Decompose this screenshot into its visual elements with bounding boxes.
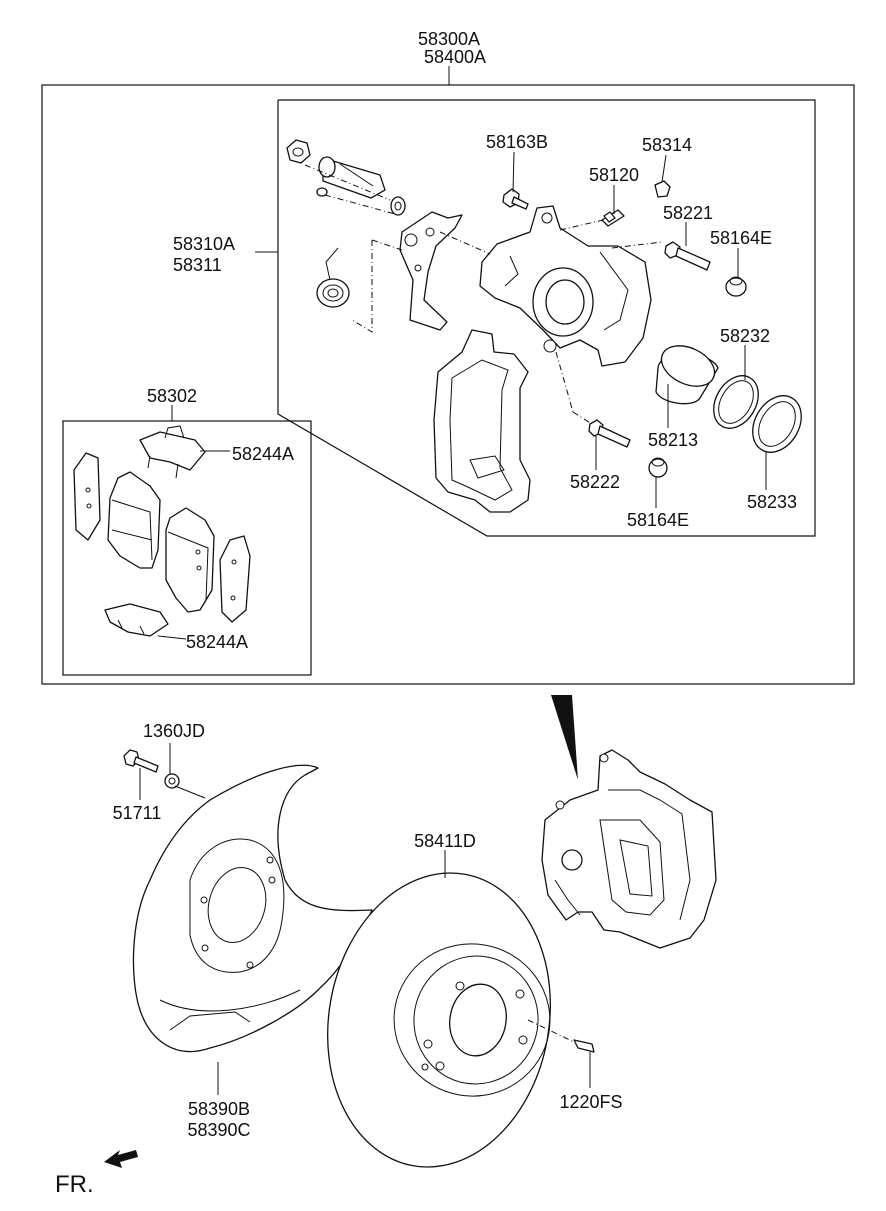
arrow-icon	[104, 1150, 138, 1168]
brake-pad-outer	[107, 471, 161, 569]
label-58390b: 58390B	[188, 1099, 250, 1119]
label-58411d: 58411D	[414, 831, 476, 851]
pad-shim-inner	[219, 535, 251, 623]
guide-sleeve	[318, 156, 386, 199]
label-58164e-upper: 58164E	[710, 228, 772, 248]
caliper-bracket	[433, 329, 531, 513]
guide-rod-upper	[664, 241, 711, 271]
piston-boot	[752, 395, 802, 453]
label-58233: 58233	[747, 492, 797, 512]
pointer-arrow-icon	[551, 695, 578, 780]
piston	[655, 345, 719, 405]
bleeder-screw	[601, 209, 625, 227]
parking-lever	[399, 211, 463, 331]
brake-pad-inner	[165, 507, 215, 613]
dust-cover	[132, 764, 373, 1053]
label-58232: 58232	[720, 326, 770, 346]
boot-lower	[648, 457, 668, 478]
hex-nut	[286, 139, 311, 164]
brake-disc	[327, 872, 551, 1168]
caliper-kit-frame	[255, 99, 816, 537]
pad-shim-outer	[73, 452, 101, 541]
bushing	[390, 196, 406, 216]
piston-seal	[713, 375, 759, 429]
pad-kit-frame	[62, 405, 312, 676]
label-58163b: 58163B	[486, 132, 548, 152]
bolt-58163b	[502, 188, 529, 210]
boot-upper	[725, 276, 747, 297]
caliper-body	[479, 205, 652, 367]
pad-clip-bottom	[104, 603, 169, 637]
label-58213: 58213	[648, 430, 698, 450]
label-58244a-bottom: 58244A	[186, 632, 248, 652]
front-indicator-label: FR.	[55, 1171, 94, 1198]
small-ring	[316, 187, 328, 197]
bolt-51711	[123, 749, 159, 773]
leader-lines	[139, 151, 767, 1095]
label-58300a: 58300A	[418, 29, 480, 49]
label-58310a: 58310A	[173, 234, 235, 254]
label-58120: 58120	[589, 165, 639, 185]
label-58311: 58311	[173, 255, 222, 275]
label-58221: 58221	[663, 203, 713, 223]
label-58164e-lower: 58164E	[627, 510, 689, 530]
guide-rod-lower	[588, 419, 631, 448]
pad-clip-top	[139, 425, 206, 479]
assembled-caliper	[541, 749, 717, 949]
label-58222: 58222	[570, 472, 620, 492]
label-58390c: 58390C	[187, 1120, 250, 1140]
screw-1220fs	[527, 1019, 595, 1053]
label-58302: 58302	[147, 386, 197, 406]
washer-1360jd	[164, 773, 180, 789]
label-58400a: 58400A	[424, 47, 486, 67]
bleeder-cap	[654, 180, 671, 198]
return-spring	[316, 239, 403, 333]
label-1220fs: 1220FS	[559, 1092, 622, 1112]
label-51711: 51711	[113, 803, 162, 823]
assembly-frame	[41, 66, 855, 685]
label-58314: 58314	[642, 135, 692, 155]
label-1360jd: 1360JD	[143, 721, 205, 741]
label-58244a-top: 58244A	[232, 444, 294, 464]
